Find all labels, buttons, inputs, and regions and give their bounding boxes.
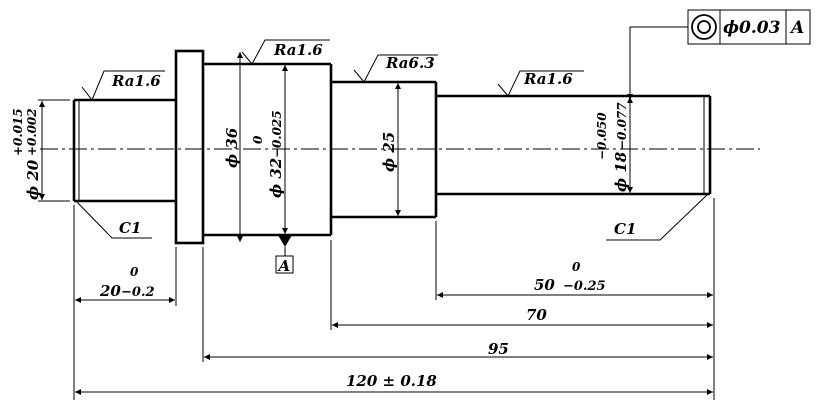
dim-d32-upper: 0 bbox=[251, 135, 265, 144]
tolerance-frame: ϕ0.03 A bbox=[627, 9, 811, 100]
dim-d32-base: ϕ 32 bbox=[267, 158, 285, 198]
chamfer-left: C1 bbox=[75, 200, 152, 239]
dim-l20-base: 20 bbox=[99, 282, 121, 300]
section-collar bbox=[174, 49, 205, 245]
roughness-right: Ra1.6 bbox=[497, 70, 584, 97]
extension-lines bbox=[73, 198, 715, 400]
chamfer-left-label: C1 bbox=[119, 219, 141, 237]
tolerance-value: ϕ0.03 bbox=[723, 18, 781, 38]
dim-d36: ϕ 36 bbox=[223, 52, 243, 242]
shaft-outline bbox=[40, 49, 760, 245]
chamfer-right-label: C1 bbox=[614, 220, 636, 238]
dim-d36-base: ϕ 36 bbox=[223, 127, 241, 168]
dim-l70: 70 bbox=[332, 306, 713, 328]
roughness-left: Ra1.6 bbox=[81, 70, 165, 101]
roughness-right-label: Ra1.6 bbox=[523, 70, 573, 88]
dim-l50: 0 50 −0.25 bbox=[437, 260, 713, 298]
dim-l20-lower: −0.2 bbox=[121, 285, 155, 300]
dim-d18-lower: −0.077 bbox=[615, 102, 629, 150]
dim-d20-base: ϕ 20 bbox=[24, 159, 42, 200]
dim-l50-base: 50 bbox=[534, 276, 555, 294]
coaxiality-icon bbox=[691, 14, 717, 40]
dim-d20-lower: +0.002 bbox=[25, 108, 39, 156]
section-right-journal bbox=[436, 94, 712, 196]
dim-l120: 120 ± 0.18 bbox=[75, 372, 713, 395]
dim-l20: 0 20 −0.2 bbox=[75, 265, 175, 303]
dim-d32: ϕ 32 0 −0.025 bbox=[251, 65, 288, 234]
dim-d25: ϕ 25 bbox=[380, 83, 401, 216]
chamfer-callouts: C1 C1 bbox=[75, 193, 709, 241]
dim-l95: 95 bbox=[204, 340, 713, 360]
roughness-marks: Ra1.6 Ra1.6 Ra6.3 Ra1.6 bbox=[81, 39, 584, 101]
dim-l20-upper: 0 bbox=[130, 265, 139, 279]
dim-l95-label: 95 bbox=[488, 340, 509, 358]
dim-d32-lower: −0.025 bbox=[270, 110, 284, 158]
dim-l70-label: 70 bbox=[526, 306, 547, 324]
roughness-left-label: Ra1.6 bbox=[111, 72, 161, 90]
dim-d18-base: ϕ 18 bbox=[612, 151, 630, 192]
length-dimensions: 0 20 −0.2 0 50 −0.25 70 95 120 ± 0.18 bbox=[73, 198, 715, 400]
dim-d20-upper: +0.015 bbox=[11, 108, 25, 156]
dim-l50-lower: −0.25 bbox=[563, 279, 606, 294]
dim-l50-upper: 0 bbox=[572, 260, 581, 274]
tolerance-datum: A bbox=[789, 18, 804, 38]
dim-d20: ϕ 20 +0.015 +0.002 bbox=[11, 99, 70, 202]
dim-d18: ϕ 18 −0.050 −0.077 bbox=[595, 97, 633, 193]
dim-d25-base: ϕ 25 bbox=[380, 132, 398, 172]
diameter-dimensions: ϕ 20 +0.015 +0.002 ϕ 36 ϕ 32 0 −0.025 ϕ … bbox=[11, 52, 633, 242]
datum-a: A bbox=[275, 235, 294, 275]
dim-l120-label: 120 ± 0.18 bbox=[346, 372, 437, 390]
dim-d18-upper: −0.050 bbox=[595, 112, 609, 160]
section-left-journal bbox=[72, 98, 176, 203]
roughness-bearing-label: Ra1.6 bbox=[273, 41, 323, 59]
roughness-middle-label: Ra6.3 bbox=[385, 54, 435, 72]
roughness-bearing: Ra1.6 bbox=[241, 39, 330, 65]
roughness-middle: Ra6.3 bbox=[353, 54, 438, 83]
chamfer-right: C1 bbox=[606, 193, 709, 241]
datum-a-label: A bbox=[277, 257, 291, 275]
